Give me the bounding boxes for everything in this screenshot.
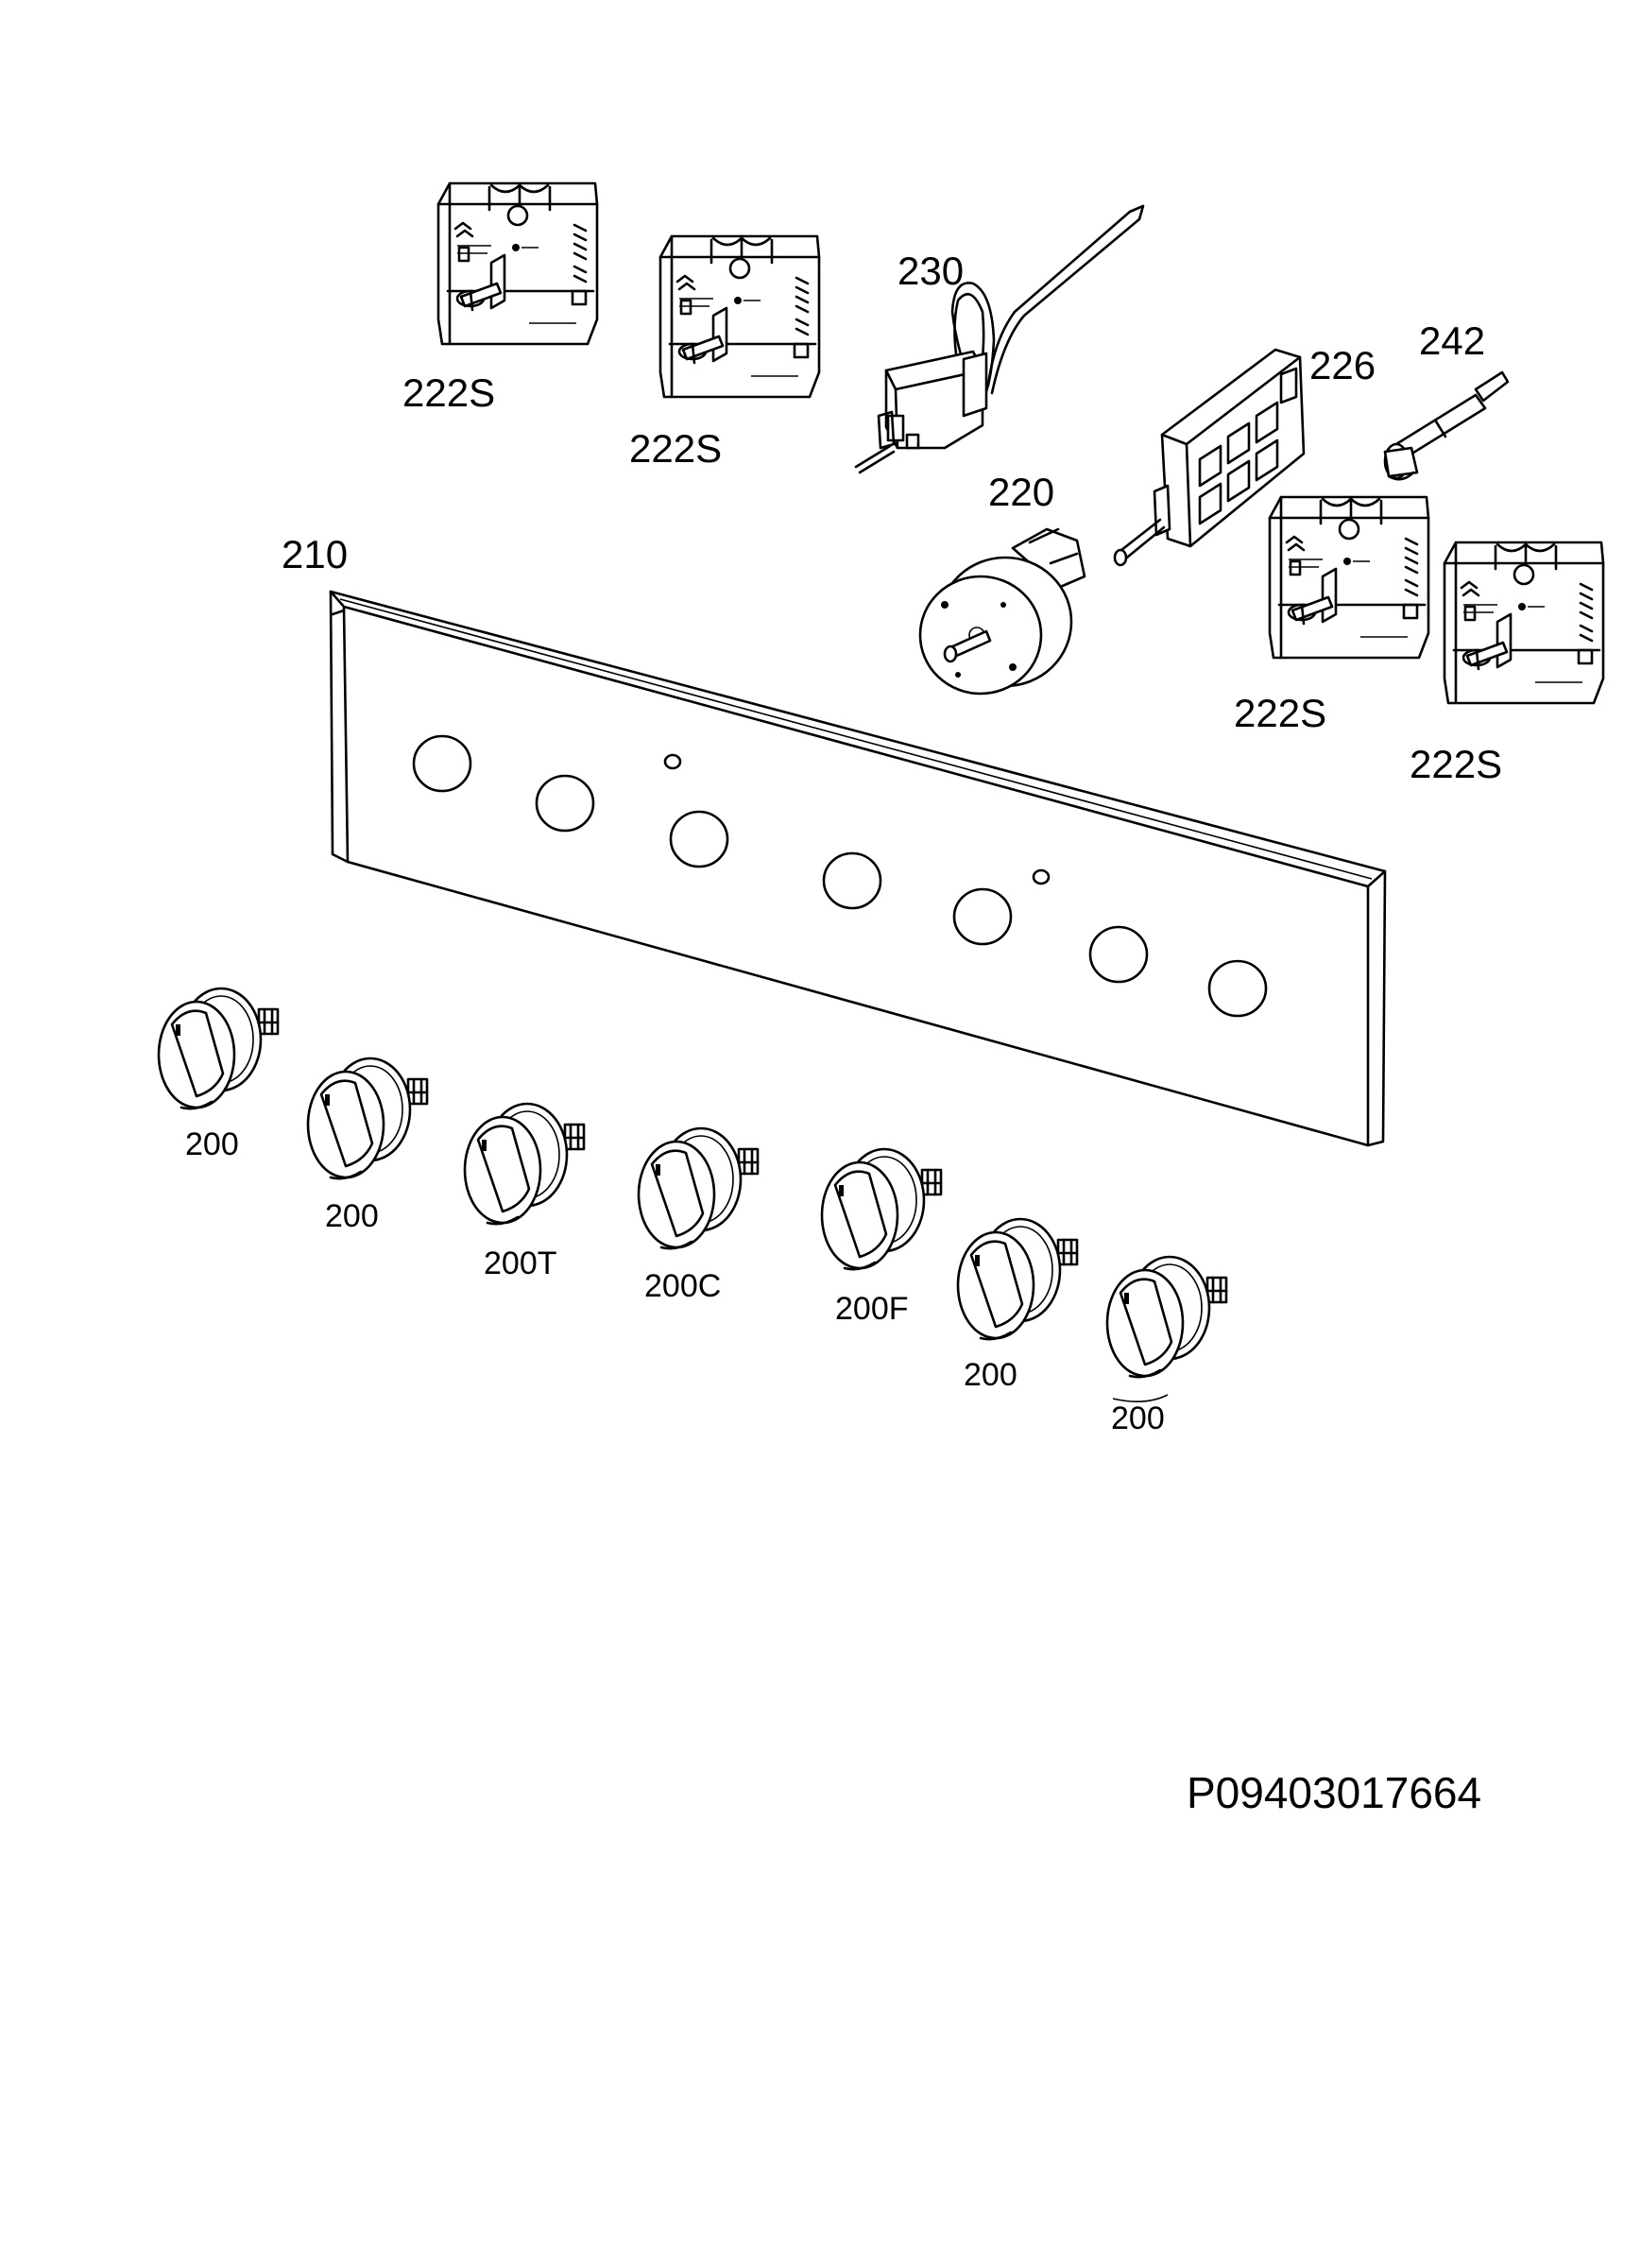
rotary-switch-4-drawing [1443, 541, 1605, 705]
callout-knob-6: 200 [964, 1357, 1017, 1393]
control-panel-drawing [329, 590, 1387, 1147]
drawing-code: P09403017664 [1187, 1768, 1482, 1817]
rotary-switch-1-drawing [436, 181, 599, 346]
callout-222s-top-second: 222S [629, 426, 723, 471]
callout-knob-2: 200 [325, 1198, 379, 1234]
callout-222s-top-left: 222S [402, 370, 496, 415]
callout-knob-5: 200F [835, 1291, 909, 1327]
callout-222s-right-first: 222S [1234, 691, 1327, 735]
callout-knob-1: 200 [185, 1126, 239, 1162]
knob-3-drawing [463, 1102, 586, 1226]
selector-switch-drawing [1113, 348, 1306, 567]
callout-knob-7: 200 [1111, 1400, 1165, 1436]
callout-knob-3: 200T [484, 1246, 557, 1281]
timer-drawing [918, 527, 1086, 696]
knob-1-drawing [157, 987, 280, 1110]
callout-210: 210 [282, 532, 349, 576]
callout-242: 242 [1419, 318, 1486, 363]
callout-226: 226 [1309, 343, 1376, 387]
indicator-lamp-drawing [1383, 370, 1510, 481]
knob-6-drawing [956, 1217, 1079, 1341]
rotary-switch-3-drawing [1268, 495, 1430, 660]
rotary-switch-2-drawing [658, 234, 821, 399]
knob-7-drawing [1105, 1255, 1228, 1379]
callout-222s-right-second: 222S [1410, 742, 1503, 786]
knob-2-drawing [306, 1057, 429, 1180]
knob-5-drawing [820, 1147, 943, 1271]
callout-230: 230 [897, 249, 965, 293]
thermostat-drawing [854, 204, 1145, 474]
knob-4-drawing [637, 1126, 760, 1250]
callout-220: 220 [988, 470, 1055, 514]
knob-7-underline [1112, 1394, 1169, 1402]
callout-knob-4: 200C [644, 1268, 722, 1304]
